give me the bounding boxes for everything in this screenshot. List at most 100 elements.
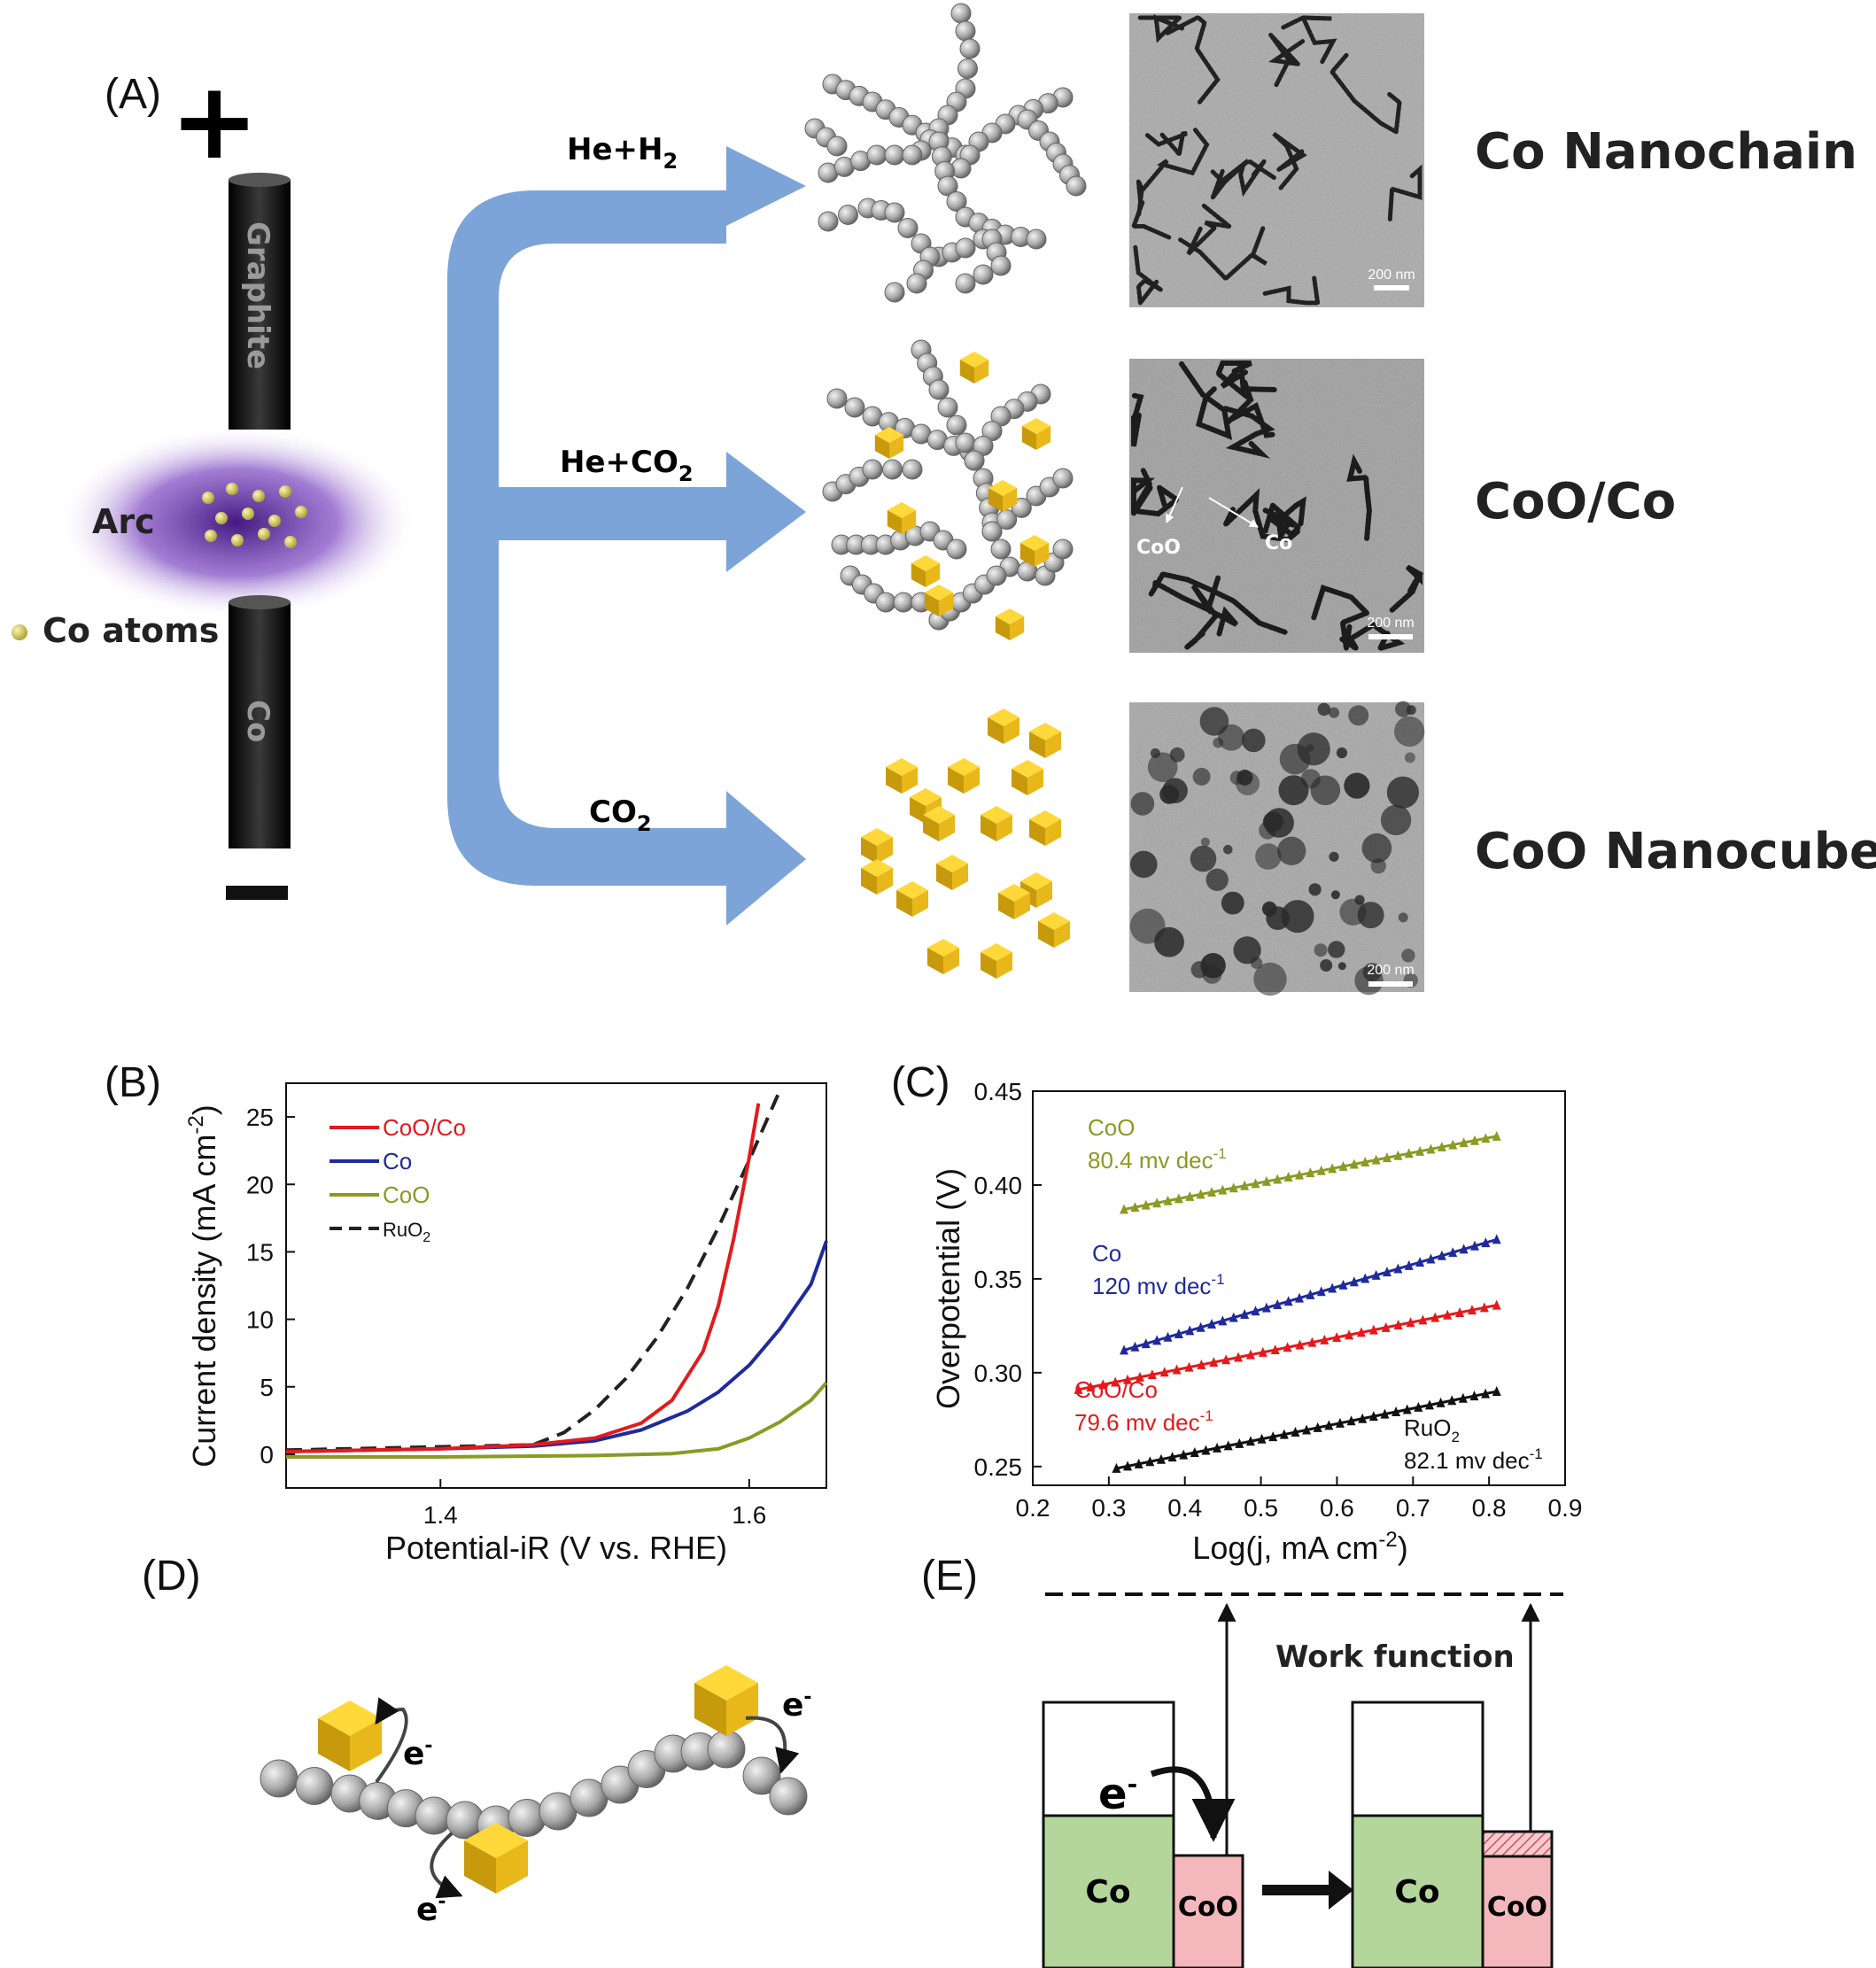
- tem-particle: [1401, 949, 1415, 962]
- co-ball: [956, 238, 975, 258]
- panel-c-label: (C): [891, 1059, 950, 1106]
- chart-b-xlabel: Potential-iR (V vs. RHE): [385, 1530, 727, 1566]
- co-ball: [907, 274, 926, 293]
- tem-particle: [1338, 962, 1346, 970]
- x-tick-label: 0.5: [1244, 1494, 1278, 1522]
- coo-cube: [981, 943, 1012, 979]
- tem-particle: [1329, 852, 1338, 862]
- co-ball: [947, 539, 966, 559]
- series-name-label: RuO2: [1404, 1414, 1460, 1445]
- co-ball: [991, 256, 1011, 275]
- co-ball: [947, 415, 966, 435]
- tem-particle: [1381, 805, 1411, 835]
- product-label-nanocube: CoO Nanocube: [1475, 823, 1876, 880]
- tem-particle: [1131, 792, 1155, 816]
- tem-particle: [1407, 705, 1416, 715]
- co-ball: [960, 39, 980, 58]
- co-atom-legend-icon: [12, 624, 27, 640]
- tem-particle: [1206, 869, 1229, 891]
- x-tick-label: 0.7: [1396, 1494, 1430, 1522]
- co-ball: [885, 203, 904, 222]
- co-ball: [885, 145, 904, 165]
- coo-cube: [1012, 760, 1043, 795]
- tem-particle: [1262, 902, 1277, 917]
- co-ball: [958, 59, 978, 79]
- x-tick-label: 1.6: [732, 1501, 766, 1529]
- coo-cube: [861, 859, 893, 895]
- tem-particle: [1337, 748, 1347, 758]
- x-tick-label: 0.2: [1016, 1494, 1050, 1522]
- co-ball: [818, 212, 838, 231]
- slope-label: 80.4 mv dec-1: [1088, 1145, 1227, 1174]
- tem-particle: [1253, 963, 1286, 996]
- co-ball: [903, 460, 922, 479]
- y-tick-label: 0.35: [974, 1266, 1023, 1293]
- co-atom: [284, 536, 297, 548]
- tem-particle: [1277, 837, 1306, 865]
- tem-particle: [1193, 768, 1211, 786]
- coo-co-model: [823, 340, 1073, 640]
- co-ball: [987, 566, 1006, 585]
- tem-particle: [1320, 959, 1332, 972]
- svg-text:CoO: CoO: [1178, 1892, 1238, 1923]
- coo-cube: [981, 806, 1012, 841]
- tem-particle: [1200, 707, 1229, 736]
- electron-label-1: e-: [403, 1735, 433, 1772]
- chart-b-frame: [286, 1083, 826, 1488]
- series-line: [286, 1241, 826, 1452]
- co-atom: [252, 490, 265, 502]
- y-tick-label: 25: [246, 1104, 274, 1131]
- electron-transfer-chain: [260, 1665, 807, 1894]
- co-ball: [883, 460, 903, 479]
- series-name-label: CoO: [1088, 1114, 1135, 1141]
- cobalt-rod-label: Co: [240, 700, 275, 742]
- product-label-nanochain: Co Nanochain: [1475, 123, 1857, 181]
- tem-label-co: Co: [1265, 532, 1292, 554]
- gas-label-co2: CO2: [589, 794, 652, 836]
- co-ball: [885, 283, 904, 302]
- tem-particle: [1331, 890, 1340, 899]
- co-ball: [260, 1760, 298, 1797]
- legend-label: CoO/Co: [383, 1114, 466, 1141]
- co-ball: [956, 274, 975, 293]
- panel-d-label: (D): [142, 1553, 201, 1600]
- nanochain-model: [805, 4, 1086, 302]
- electron-label-2: e-: [782, 1686, 812, 1724]
- coo-cube: [911, 555, 940, 587]
- x-tick-label: 0.3: [1091, 1494, 1126, 1522]
- co-ball: [867, 145, 887, 165]
- minus-sign: [226, 886, 288, 900]
- svg-text:Co: Co: [1394, 1874, 1439, 1910]
- y-tick-label: 5: [260, 1374, 274, 1401]
- tem-particle: [1309, 883, 1322, 895]
- coo-cube: [318, 1701, 382, 1771]
- band-diagram-before: Co CoO e-: [1043, 1605, 1243, 1968]
- co-ball: [839, 205, 858, 225]
- legend-label: RuO2: [383, 1219, 430, 1245]
- co-ball: [938, 398, 957, 417]
- chart-c-xlabel: Log(j, mA cm-2): [1192, 1528, 1407, 1566]
- co-atom: [268, 515, 281, 527]
- co-ball: [903, 145, 922, 165]
- tem-particle: [1394, 717, 1424, 747]
- co-ball: [1027, 229, 1046, 249]
- tem-image-coo-co: CoO Co 200 nm: [1129, 359, 1424, 653]
- co-ball: [845, 398, 864, 417]
- svg-text:200 nm: 200 nm: [1368, 267, 1415, 283]
- co-atom: [295, 506, 307, 518]
- series-name-label: Co: [1092, 1240, 1121, 1267]
- coo-cube: [948, 758, 980, 794]
- tem-particle: [1362, 833, 1392, 864]
- svg-text:CoO: CoO: [1487, 1892, 1547, 1923]
- tem-particle: [1242, 729, 1266, 753]
- co-atom: [258, 528, 270, 540]
- x-tick-label: 0.9: [1548, 1494, 1583, 1522]
- work-function-label: Work function: [1275, 1639, 1515, 1675]
- y-tick-label: 15: [246, 1238, 274, 1266]
- x-tick-label: 0.4: [1167, 1494, 1202, 1522]
- svg-text:Co: Co: [1085, 1874, 1130, 1910]
- co-ball: [951, 4, 971, 23]
- co-atom: [226, 483, 238, 495]
- co-ball: [1053, 469, 1073, 488]
- y-tick-label: 10: [246, 1306, 274, 1334]
